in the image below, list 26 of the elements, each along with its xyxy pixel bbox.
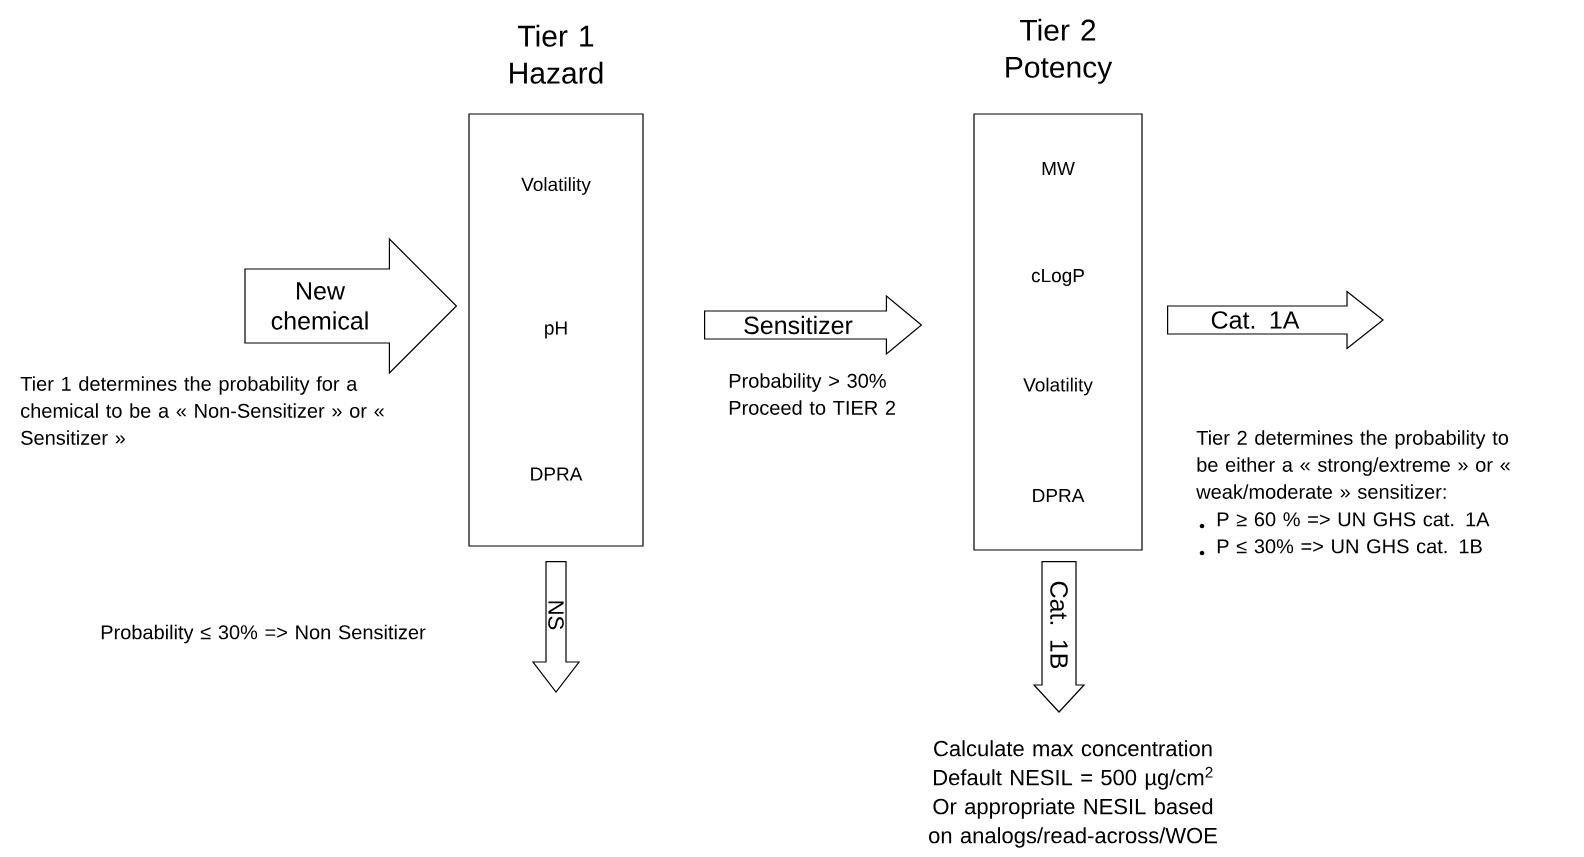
block-arrow: [1032, 561, 1086, 713]
parameter-text: DPRA: [1033, 489, 1085, 503]
note-text: Tier 2 determines the probability to be either a « strong/extreme » or « weak/moderate » sensitizer:: [1196, 430, 1510, 499]
edge-label: Cat. 1A: [1211, 311, 1300, 329]
parameter-text: MW: [1042, 162, 1075, 176]
note-text: P ≤ 30% => UN GHS cat. 1B: [1217, 539, 1482, 554]
stage-heading: Tier 1 Hazard: [510, 24, 603, 84]
edge-label: Sensitizer: [744, 315, 853, 335]
edge-label: Cat. 1B: [1050, 581, 1068, 669]
parameter-text: Volatility: [521, 177, 591, 195]
stage-heading: Tier 2 Potency: [1006, 18, 1113, 84]
block-arrow: [244, 237, 458, 375]
edge-label: New chemical: [271, 282, 368, 330]
parameter-text: DPRA: [531, 467, 583, 481]
block-arrow: [704, 294, 923, 356]
note-text: Tier 1 determines the probability for a chemical to be a « Non-Sensitizer » or « Sensitizer »: [20, 376, 384, 445]
parameter-text: Volatility: [1023, 377, 1093, 396]
note-text: P ≥ 60 % => UN GHS cat. 1A: [1217, 512, 1490, 527]
note-text: Probability ≤ 30% => Non Sensitizer: [101, 624, 426, 644]
parameter-text: cLogP: [1031, 269, 1084, 286]
result-text: Calculate max concentration Default NESIL = 500 µg/cm$^{2}$ Or appropriate NESIL based on analogs/read-across/WOE: [929, 740, 1217, 848]
block-arrow: [1167, 290, 1384, 350]
edge-label: NS: [548, 601, 564, 630]
block-arrow: [531, 561, 581, 693]
parameter-text: pH: [545, 321, 567, 339]
note-text: Probability > 30% Proceed to TIER 2: [729, 373, 896, 415]
